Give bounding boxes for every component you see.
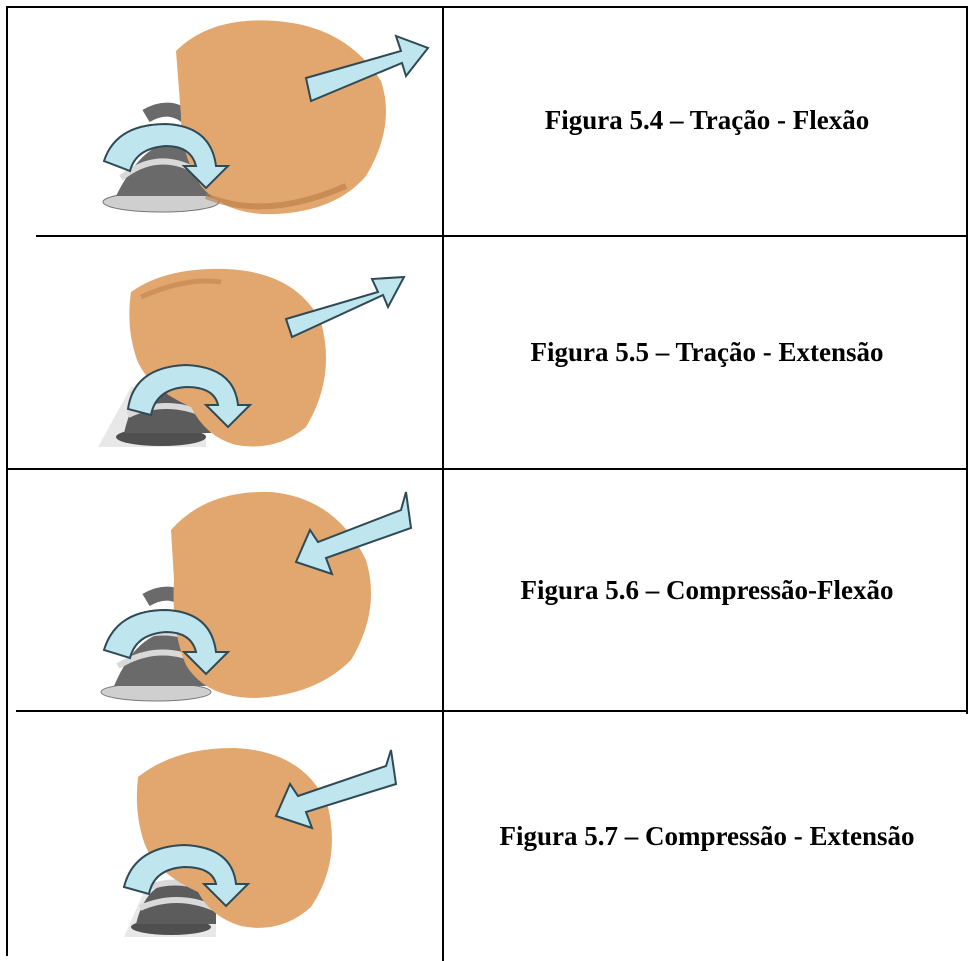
table-row: Figura 5.6 – Compressão-Flexão [6,470,968,710]
inward-arrow-icon [276,750,396,828]
table-row: Figura 5.7 – Compressão - Extensão [6,712,968,961]
figure-image [6,237,436,468]
table-row: Figura 5.5 – Tração - Extensão [6,237,968,468]
figure-caption: Figura 5.4 – Tração - Flexão [446,6,968,235]
table-row: Figura 5.4 – Tração - Flexão [6,6,968,235]
figure-image [6,6,436,235]
figure-caption: Figura 5.5 – Tração - Extensão [446,237,968,468]
figure-image [6,712,436,961]
figure-caption: Figura 5.7 – Compressão - Extensão [446,712,968,961]
figure-caption: Figura 5.6 – Compressão-Flexão [446,470,968,710]
figure-image [6,470,436,710]
